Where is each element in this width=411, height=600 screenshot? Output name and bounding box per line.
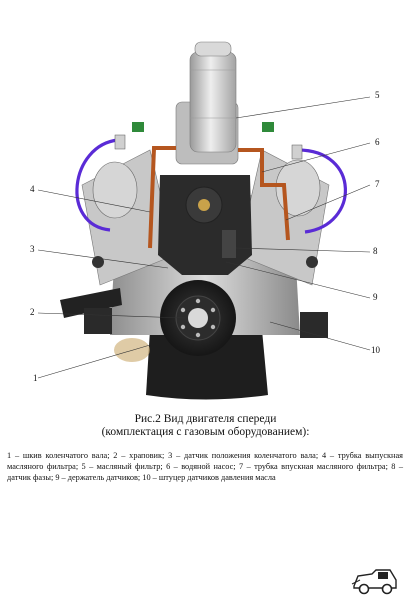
right-engine-mount [300, 312, 328, 338]
left-engine-mount [60, 288, 122, 318]
caption-title: Рис.2 Вид двигателя спереди [134, 413, 277, 425]
oil-filter-outlet-tube [148, 146, 176, 249]
callout-9: 9 [373, 292, 378, 302]
callout-7: 7 [375, 179, 380, 189]
callout-2: 2 [30, 307, 35, 317]
truck-logo-icon [351, 569, 397, 595]
right-gas-hose [297, 148, 347, 234]
left-connector [132, 122, 144, 132]
ratchet [188, 308, 208, 328]
callout-5: 5 [375, 90, 380, 100]
figure-caption: Рис.2 Вид двигателя спереди (комплектаци… [0, 413, 411, 439]
left-gas-rail [92, 161, 138, 219]
caption-subtitle: (комплектация с газовым оборудованием): [101, 426, 310, 438]
crank-sensor-bracket [222, 230, 236, 258]
oil-filter [189, 51, 237, 153]
callout-10: 10 [371, 345, 380, 355]
callout-8: 8 [373, 246, 378, 256]
callout-4: 4 [30, 184, 35, 194]
callout-3: 3 [30, 244, 35, 254]
left-gas-hose [75, 138, 119, 232]
callout-6: 6 [375, 137, 380, 147]
callout-1: 1 [33, 373, 38, 383]
oil-filter-inlet-tube [238, 148, 290, 241]
figure-legend: 1 – шкив коленчатого вала; 2 – храповик;… [7, 451, 403, 483]
engine-front-view-illustration [37, 41, 371, 400]
right-connector [262, 122, 274, 132]
